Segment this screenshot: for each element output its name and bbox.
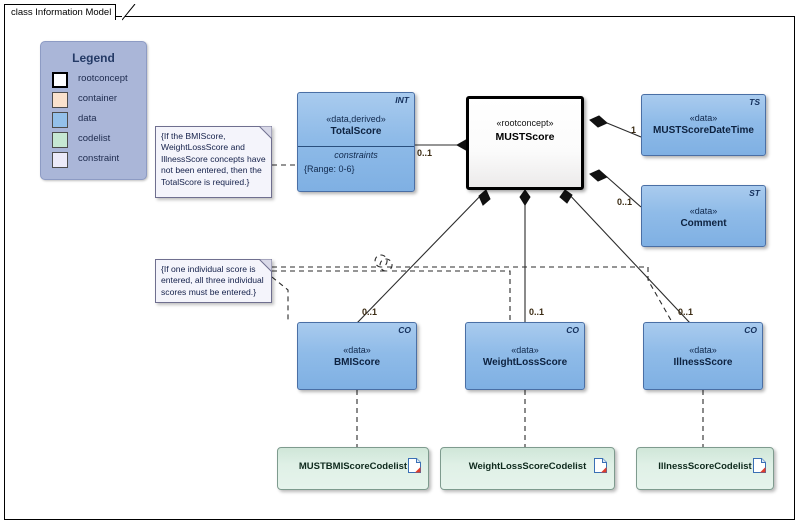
legend-swatch-codelist (52, 132, 68, 148)
legend-swatch-constraint (52, 152, 68, 168)
legend-item-data: data (52, 112, 147, 130)
legend-label-rootconcept: rootconcept (78, 73, 128, 84)
legend-swatch-data (52, 112, 68, 128)
legend-label-codelist: codelist (78, 133, 111, 144)
class-totalscore-constraint-range: {Range: 0-6} (304, 164, 355, 174)
class-totalscore[interactable]: INT «data,derived» TotalScore constraint… (297, 92, 415, 192)
legend-swatch-rootconcept (52, 72, 68, 88)
legend-swatch-container (52, 92, 68, 108)
class-totalscore-constraints-title: constraints (334, 150, 378, 160)
class-mustscoredatetime-name: MUSTScoreDateTime (653, 125, 754, 136)
class-weightlossscore-corner: CO (566, 325, 579, 335)
class-illnessscore-stereotype: «data» (689, 345, 717, 355)
class-mustscoredatetime[interactable]: TS «data» MUSTScoreDateTime (641, 94, 766, 156)
class-mustscore-stereotype: «rootconcept» (496, 118, 554, 128)
legend-title: Legend (72, 51, 115, 65)
mult-totalscore: 0..1 (417, 148, 433, 158)
note-fold-corner (259, 126, 272, 139)
mult-bmiscore: 0..1 (362, 307, 378, 317)
class-weightlossscore[interactable]: CO «data» WeightLossScore (465, 322, 585, 390)
legend-item-constraint: constraint (52, 152, 147, 170)
class-comment[interactable]: ST «data» Comment (641, 185, 766, 247)
diagram-title: class Information Model (11, 7, 112, 18)
class-totalscore-stereotype: «data,derived» (326, 114, 386, 124)
class-totalscore-name: TotalScore (330, 126, 382, 137)
class-bmiscore[interactable]: CO «data» BMIScore (297, 322, 417, 390)
mult-weightlossscore: 0..1 (529, 307, 545, 317)
note-fold-corner (259, 259, 272, 272)
class-weightlossscore-name: WeightLossScore (482, 357, 568, 368)
legend-panel: Legend rootconcept container data codeli… (40, 41, 147, 180)
legend-label-container: container (78, 93, 118, 104)
class-bmiscore-name: BMIScore (333, 357, 381, 368)
codelist-mustbmiscorecodelist-name: MUSTBMIScoreCodelist (298, 461, 408, 472)
mult-datetime: 1 (631, 125, 637, 135)
class-mustscore[interactable]: «rootconcept» MUSTScore (466, 96, 584, 190)
class-mustscoredatetime-corner: TS (749, 97, 760, 107)
class-illnessscore-name: IllnessScore (673, 357, 733, 368)
legend-label-constraint: constraint (78, 153, 120, 164)
class-weightlossscore-stereotype: «data» (511, 345, 539, 355)
class-totalscore-corner: INT (395, 95, 409, 105)
document-icon (753, 458, 766, 473)
class-illnessscore-corner: CO (744, 325, 757, 335)
note-individual-scores[interactable]: {If one individual score is entered, all… (155, 259, 272, 303)
document-icon (408, 458, 421, 473)
legend-item-codelist: codelist (52, 132, 147, 150)
class-comment-corner: ST (749, 188, 760, 198)
note-totalscore-text: {If the BMIScore, WeightLossScore and Il… (161, 131, 266, 187)
codelist-illnessscorecodelist[interactable]: IllnessScoreCodelist (636, 447, 774, 490)
legend-label-data: data (78, 113, 97, 124)
title-tab-slant (122, 4, 136, 21)
codelist-weightlossscorecodelist-name: WeightLossScoreCodelist (468, 461, 587, 472)
mult-illnessscore: 0..1 (678, 307, 694, 317)
diagram-title-tab: class Information Model (4, 4, 117, 20)
class-bmiscore-stereotype: «data» (343, 345, 371, 355)
class-illnessscore[interactable]: CO «data» IllnessScore (643, 322, 763, 390)
codelist-illnessscorecodelist-name: IllnessScoreCodelist (658, 461, 752, 472)
class-comment-name: Comment (680, 218, 727, 229)
mult-comment: 0..1 (617, 197, 633, 207)
class-comment-stereotype: «data» (689, 206, 718, 216)
class-totalscore-separator (298, 146, 414, 147)
class-bmiscore-corner: CO (398, 325, 411, 335)
codelist-mustbmiscorecodelist[interactable]: MUSTBMIScoreCodelist (277, 447, 429, 490)
document-icon (594, 458, 607, 473)
note-individual-scores-text: {If one individual score is entered, all… (161, 264, 264, 297)
legend-item-container: container (52, 92, 147, 110)
class-mustscoredatetime-stereotype: «data» (689, 113, 718, 123)
codelist-weightlossscorecodelist[interactable]: WeightLossScoreCodelist (440, 447, 615, 490)
note-totalscore[interactable]: {If the BMIScore, WeightLossScore and Il… (155, 126, 272, 198)
legend-item-rootconcept: rootconcept (52, 72, 147, 90)
class-mustscore-name: MUSTScore (495, 131, 555, 143)
